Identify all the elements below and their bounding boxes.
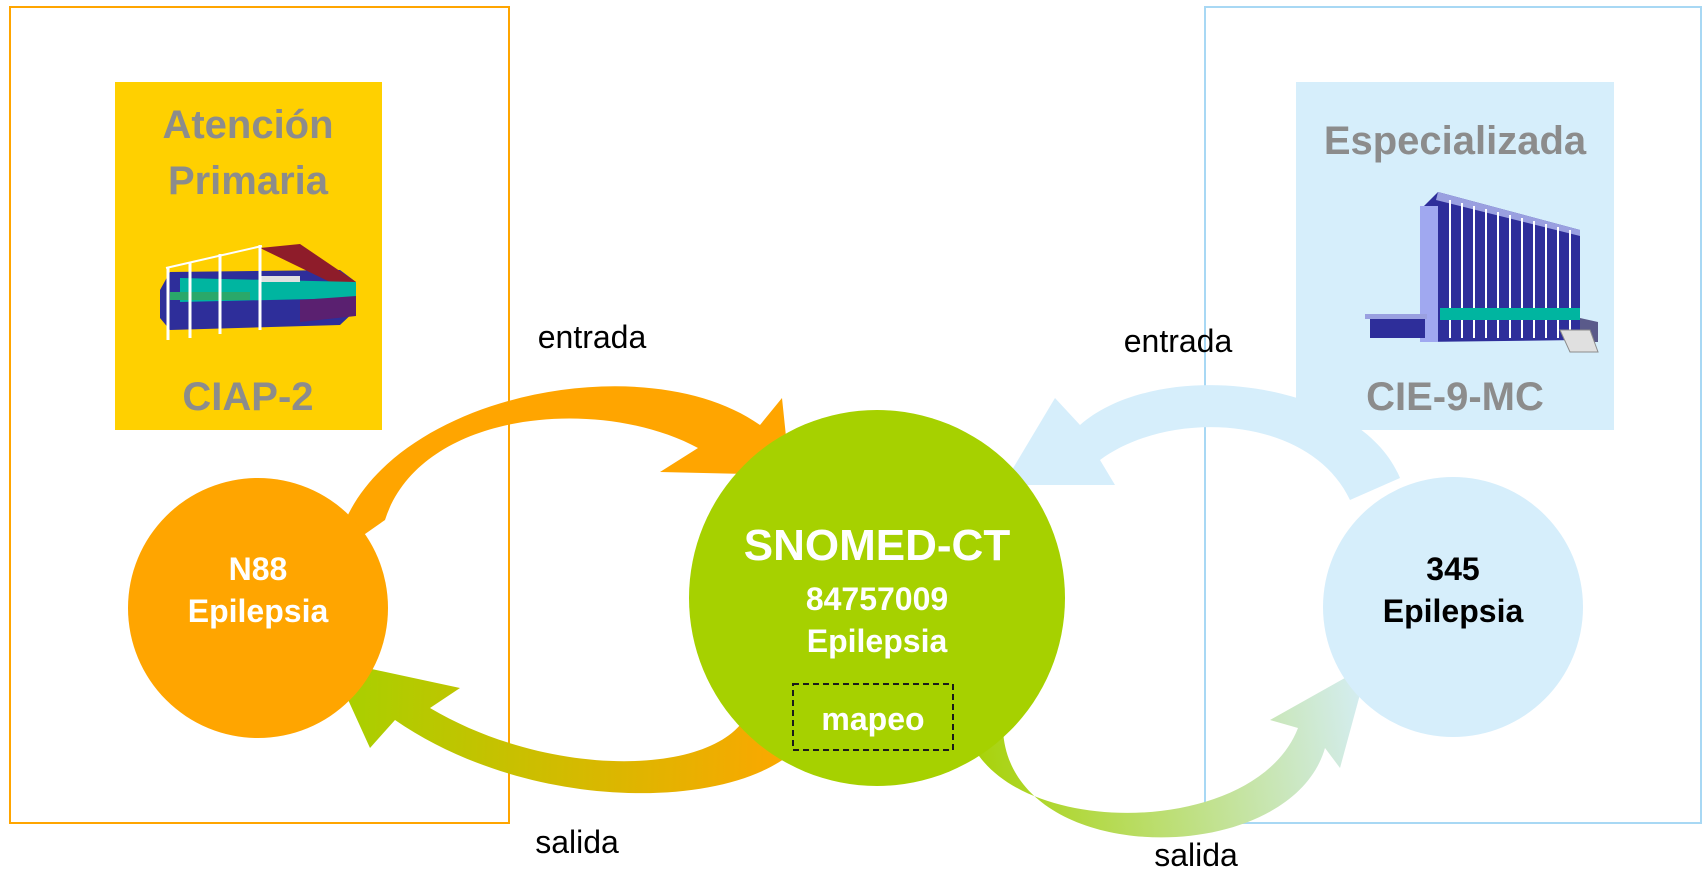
salida-label-right: salida (1154, 837, 1238, 872)
ciap2-label: CIAP-2 (182, 375, 313, 419)
left-node-term: Epilepsia (188, 593, 329, 629)
mapping-label: mapeo (821, 701, 924, 737)
snomed-title: SNOMED-CT (744, 521, 1011, 570)
right-node-code: 345 (1426, 551, 1479, 587)
hospital-building-icon (1365, 192, 1599, 353)
primary-care-title-line1: Atención (162, 103, 333, 147)
left-node-code: N88 (229, 551, 288, 587)
right-node-term: Epilepsia (1383, 593, 1524, 629)
entrada-arrow-right (1003, 385, 1400, 500)
specialized-care-title: Especializada (1324, 119, 1587, 163)
clinic-building-icon (160, 244, 356, 340)
snomed-concept-id: 84757009 (806, 581, 948, 617)
salida-arrow-right (968, 665, 1368, 838)
salida-arrow-left (330, 660, 808, 794)
cie9mc-label: CIE-9-MC (1366, 375, 1544, 419)
left-node-circle (128, 478, 388, 738)
snomed-term: Epilepsia (807, 623, 948, 659)
mapping-box (792, 683, 954, 751)
entrada-arrow-left (335, 386, 790, 555)
primary-care-title-line2: Primaria (168, 159, 329, 203)
entrada-label-right: entrada (1124, 323, 1233, 359)
snomed-node-circle (689, 410, 1065, 786)
primary-care-card (115, 82, 382, 430)
entrada-label-left: entrada (538, 319, 647, 355)
right-node-circle (1323, 477, 1583, 737)
salida-label-left: salida (535, 824, 619, 860)
